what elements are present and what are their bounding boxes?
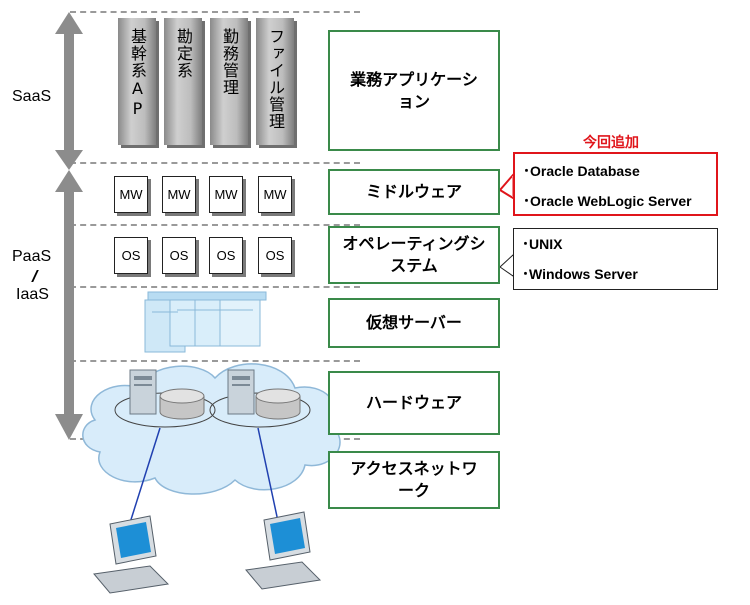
mw-box: MW (258, 176, 292, 213)
middleware-item: ･Oracle Database (523, 163, 640, 179)
tower-server-icon (227, 369, 255, 415)
layer-label: ミドルウェア (365, 182, 462, 202)
app-column-accounting: 勘定系 (164, 18, 202, 145)
middleware-item: ･Oracle WebLogic Server (523, 193, 692, 209)
app-column-attendance: 勤務管理 (210, 18, 248, 145)
layer-business-app: 業務アプリケーション (328, 30, 500, 151)
layer-hardware: ハードウェア (328, 371, 500, 435)
saas-label: SaaS (12, 88, 52, 105)
tower-server-icon (129, 369, 157, 415)
cloud-icon (82, 363, 341, 495)
layer-label: ハードウェア (365, 393, 462, 413)
app-label: 基幹系AP (128, 28, 147, 119)
os-box: OS (162, 237, 196, 274)
os-box: OS (258, 237, 292, 274)
layer-label: 仮想サーバー (366, 313, 462, 333)
os-item: ･UNIX (522, 236, 563, 252)
divider-top (70, 11, 360, 13)
layer-virtual-server: 仮想サーバー (328, 298, 500, 348)
middleware-callout: ･Oracle Database ･Oracle WebLogic Server (513, 152, 718, 216)
app-column-file: ファイル管理 (256, 18, 294, 145)
mw-box: MW (162, 176, 196, 213)
divider-os-virtual (70, 286, 360, 288)
iaas-label: IaaS (16, 286, 49, 303)
server-rack-icon (144, 291, 267, 353)
layer-label: 業務アプリケーション (350, 69, 478, 111)
double-arrow-icon (55, 12, 83, 170)
app-label: ファイル管理 (266, 28, 285, 130)
app-label: 勤務管理 (220, 28, 239, 96)
os-box: OS (209, 237, 243, 274)
desktop-pc-icon (245, 511, 322, 590)
layer-os: オペレーティングシステム (328, 226, 500, 284)
mw-box: MW (209, 176, 243, 213)
new-addition-label: 今回追加 (583, 135, 639, 151)
layer-middleware: ミドルウェア (328, 169, 500, 215)
os-callout: ･UNIX ･Windows Server (513, 228, 718, 290)
divider-mw-os (70, 224, 360, 226)
layer-label: アクセスネットワーク (350, 459, 478, 500)
os-item: ･Windows Server (522, 266, 638, 282)
app-column-core: 基幹系AP (118, 18, 156, 145)
layer-label: オペレーティングシステム (342, 234, 486, 275)
os-box: OS (114, 237, 148, 274)
app-label: 勘定系 (174, 28, 193, 79)
paas-label: PaaS (12, 248, 52, 265)
double-arrow-icon (55, 170, 83, 440)
divider-saas-paas (70, 162, 360, 164)
layer-access-network: アクセスネットワーク (328, 451, 500, 509)
disk-icon (159, 388, 205, 420)
desktop-pc-icon (93, 515, 170, 594)
disk-icon (255, 388, 301, 420)
mw-box: MW (114, 176, 148, 213)
divider-virtual-hardware (70, 360, 360, 362)
